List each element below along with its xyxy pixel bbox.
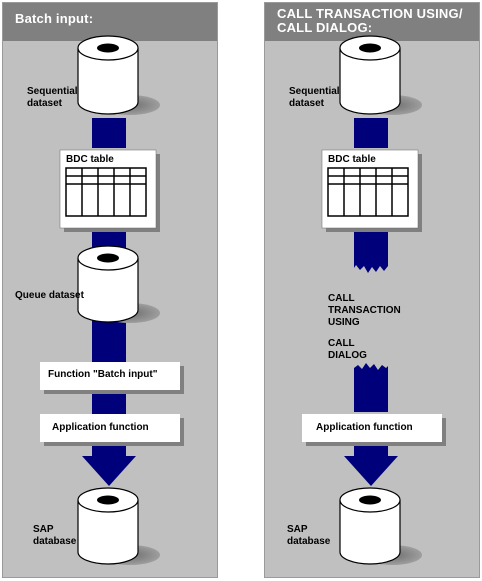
flow-bar-left-3 bbox=[92, 318, 126, 362]
flow-bar-right-torn-bottom bbox=[354, 363, 388, 412]
sequential-dataset-label-right-line-1: Sequential bbox=[289, 86, 340, 97]
batch-input-header: Batch input: bbox=[3, 3, 217, 41]
flow-bar-right-torn-top bbox=[354, 228, 388, 273]
flow-bar-left-1 bbox=[92, 118, 126, 148]
call-dialog-line-1: CALL bbox=[328, 338, 355, 349]
bdc-table-box-left bbox=[59, 149, 160, 232]
call-transaction-header-line-2: CALL DIALOG: bbox=[277, 20, 373, 35]
sequential-dataset-label-right-line-2: dataset bbox=[289, 98, 325, 109]
sequential-dataset-cylinder-right bbox=[339, 35, 422, 115]
call-transaction-header: CALL TRANSACTION USING/ CALL DIALOG: bbox=[265, 3, 479, 41]
application-function-box-left: Application function bbox=[40, 414, 180, 442]
sequential-dataset-label-left-line-2: dataset bbox=[27, 98, 63, 109]
function-batch-input-box: Function "Batch input" bbox=[40, 362, 180, 390]
application-function-box-right: Application function bbox=[302, 414, 442, 442]
sap-database-cylinder-left bbox=[77, 487, 160, 565]
sap-database-label-left-line-1: SAP bbox=[33, 524, 54, 535]
sap-database-label-left-line-2: database bbox=[33, 536, 77, 547]
flow-arrow-left bbox=[82, 456, 136, 486]
sequential-dataset-label-left: Sequential dataset bbox=[27, 86, 78, 110]
call-transaction-using-line-1: CALL bbox=[328, 293, 355, 304]
bdc-table-grid-right bbox=[327, 167, 409, 217]
bdc-table-box-right bbox=[321, 149, 422, 232]
sequential-dataset-label-left-line-1: Sequential bbox=[27, 86, 78, 97]
queue-dataset-label: Queue dataset bbox=[15, 290, 84, 301]
bdc-table-label-right: BDC table bbox=[328, 154, 376, 165]
sap-database-label-right-line-2: database bbox=[287, 536, 331, 547]
flow-bar-right-lower bbox=[354, 442, 388, 458]
bdc-table-label-left: BDC table bbox=[66, 154, 114, 165]
call-transaction-header-line-1: CALL TRANSACTION USING/ bbox=[277, 6, 463, 21]
sap-database-cylinder-right bbox=[339, 487, 422, 565]
queue-dataset-cylinder-left bbox=[77, 245, 160, 323]
call-transaction-using-line-3: USING bbox=[328, 317, 360, 328]
sap-database-label-right: SAP database bbox=[287, 524, 330, 548]
call-dialog-label: CALL DIALOG bbox=[328, 338, 367, 362]
flow-bar-left-4 bbox=[92, 390, 126, 414]
bdc-table-grid-left bbox=[65, 167, 147, 217]
sequential-dataset-label-right: Sequential dataset bbox=[289, 86, 340, 110]
sap-database-label-left: SAP database bbox=[33, 524, 76, 548]
call-transaction-using-line-2: TRANSACTION bbox=[328, 305, 401, 316]
call-dialog-line-2: DIALOG bbox=[328, 350, 367, 361]
flow-bar-right-1 bbox=[354, 118, 388, 148]
flow-arrow-right bbox=[344, 456, 398, 486]
sap-database-label-right-line-1: SAP bbox=[287, 524, 308, 535]
flow-bar-left-5 bbox=[92, 442, 126, 458]
call-transaction-using-label: CALL TRANSACTION USING bbox=[328, 293, 401, 329]
sequential-dataset-cylinder-left bbox=[77, 35, 160, 115]
